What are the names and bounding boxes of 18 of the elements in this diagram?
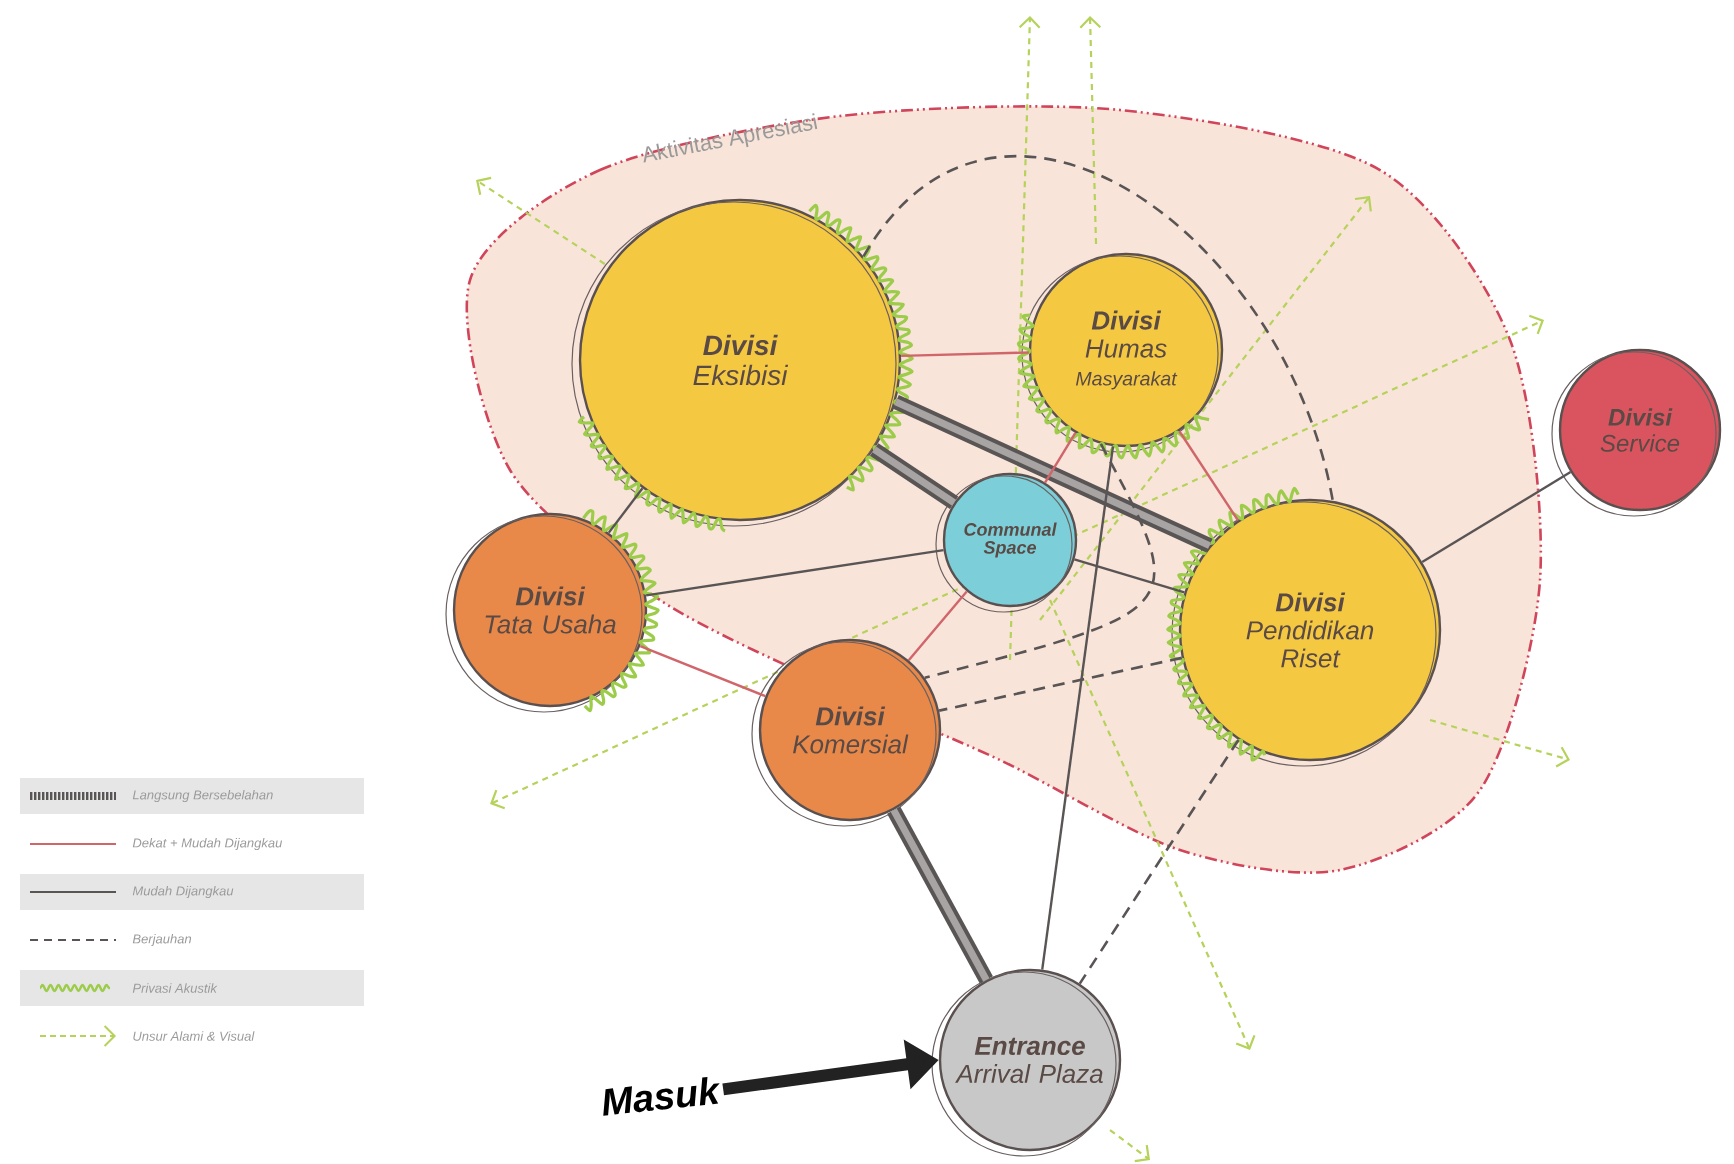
entry-label: Masuk [603, 1077, 720, 1116]
connector-line [938, 656, 1183, 712]
connector-line [1074, 558, 1185, 594]
connector-line [1044, 432, 1077, 484]
connector-line [907, 590, 968, 662]
connector-line [901, 351, 1029, 358]
connector-line [639, 645, 766, 698]
connector-line [1421, 471, 1572, 564]
connector-line [1041, 446, 1115, 970]
connector-line [887, 806, 993, 984]
connector-line [924, 443, 1156, 679]
connector-line [1178, 430, 1239, 522]
connector-line [870, 443, 959, 509]
connector-line [1078, 739, 1240, 985]
connector-line [892, 394, 1213, 553]
connector-line [607, 487, 644, 534]
connector-line [862, 156, 1335, 502]
connector-line [645, 548, 944, 597]
